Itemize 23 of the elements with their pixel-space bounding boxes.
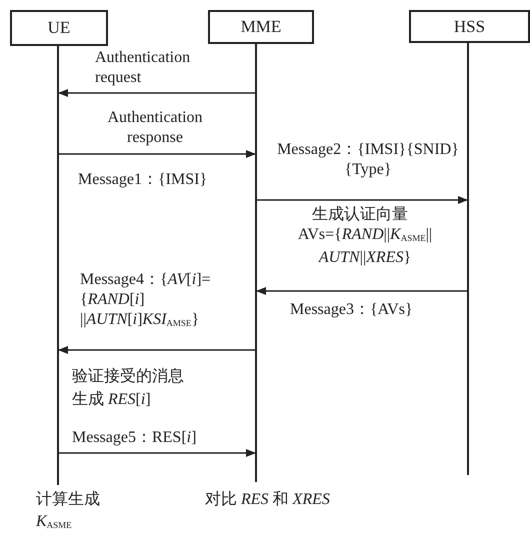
note-text: Message1：{IMSI}	[78, 170, 208, 190]
message-arrow	[58, 449, 256, 457]
message-label: Authentication response	[106, 108, 204, 148]
message-arrow	[58, 346, 256, 354]
message-label: Authentication request	[95, 48, 192, 88]
message-label: Message4：{AV[i]={RAND[i] ||AUTN[i]KSI$_{AMSE}$}	[80, 270, 212, 330]
note-text: 对比 RES 和 XRES	[205, 490, 331, 510]
message-label: Message2：{IMSI}{SNID}{Type}	[276, 140, 460, 180]
message-arrow	[256, 196, 468, 204]
participant-name: MME	[240, 17, 282, 37]
note-text: AVs={RAND||K$_{ASME}$|| AUTN||XRES}	[296, 225, 434, 268]
message-label: Message3：{AVs}	[290, 300, 414, 320]
message-arrow	[256, 287, 468, 295]
note-text: 验证接受的消息	[72, 367, 185, 387]
note-text: 生成认证向量	[311, 205, 409, 225]
message-label: Message5：RES[i]	[72, 428, 198, 448]
message-arrow	[58, 150, 256, 158]
note-text: K$_{ASME}$	[36, 512, 73, 532]
participant-name: UE	[48, 18, 70, 38]
message-arrow	[58, 89, 256, 97]
note-text: 生成 RES[i]	[72, 390, 152, 410]
note-text: 计算生成	[36, 490, 101, 510]
participant-name: HSS	[454, 16, 486, 36]
